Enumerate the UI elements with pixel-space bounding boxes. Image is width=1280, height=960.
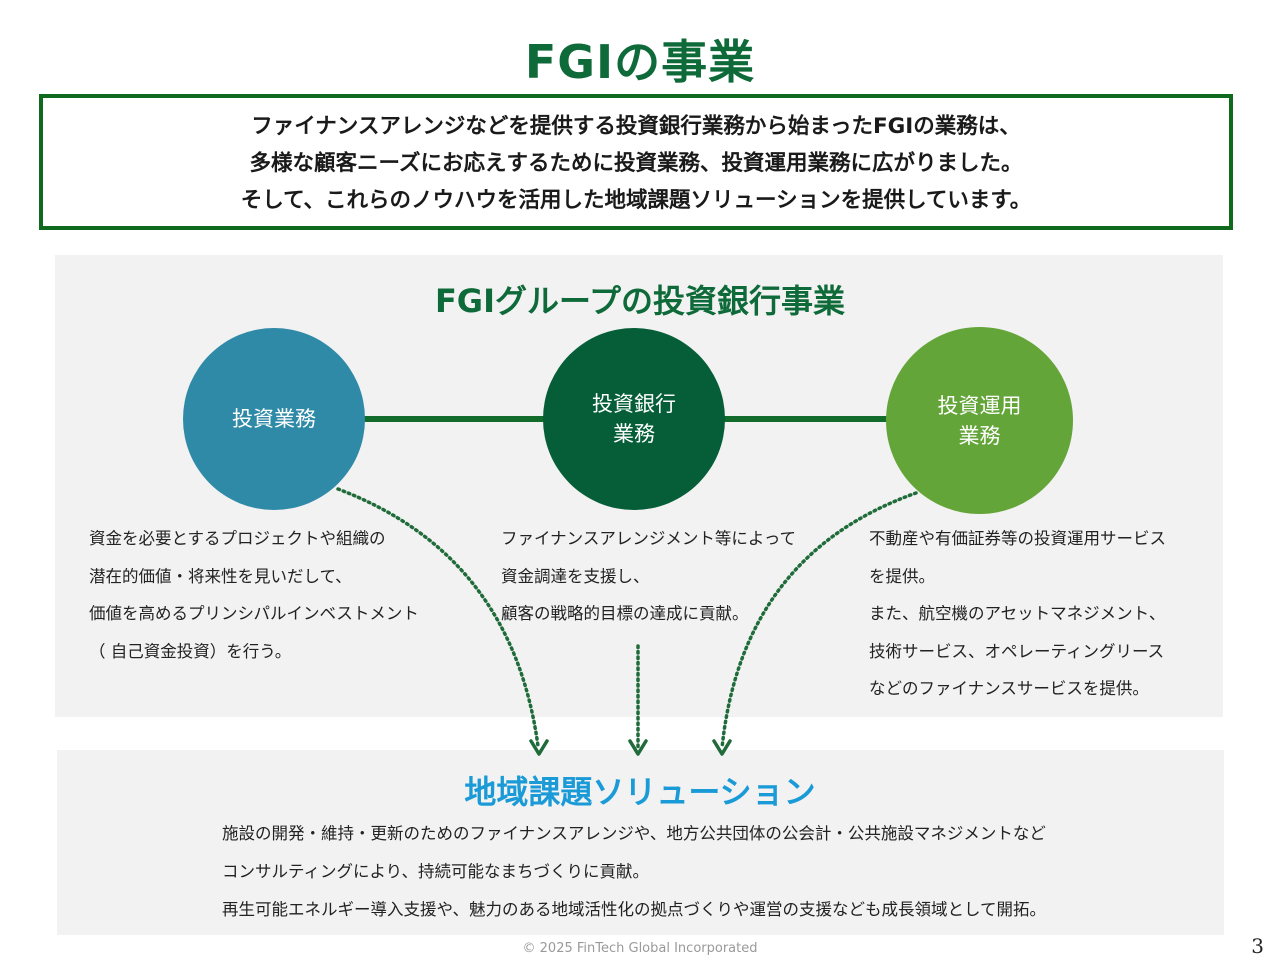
- description-line: （ 自己資金投資）を行う。: [89, 641, 292, 661]
- description-line: 顧客の戦略的目標の達成に貢献。: [501, 604, 749, 623]
- description-line: などのファイナンスサービスを提供。: [869, 679, 1149, 698]
- description-line: 価値を高めるプリンシパルインベストメント: [89, 604, 419, 623]
- description-line: 再生可能エネルギー導入支援や、魅力のある地域活性化の拠点づくりや運営の支援なども…: [222, 900, 1047, 919]
- regional-solution-description: 施設の開発・維持・更新のためのファイナンスアレンジや、地方公共団体の公会計・公共…: [222, 815, 1046, 929]
- page-title: FGIの事業: [524, 35, 756, 89]
- description-line: コンサルティングにより、持続可能なまちづくりに貢献。: [222, 862, 650, 881]
- regional-solution-panel: [57, 750, 1224, 935]
- summary-box: ファイナンスアレンジなどを提供する投資銀行業務から始まったFGIの業務は、 多様…: [39, 94, 1233, 230]
- asset-management-business-description: 不動産や有価証券等の投資運用サービス を提供。 また、航空機のアセットマネジメン…: [869, 520, 1166, 708]
- description-line: 資金を必要とするプロジェクトや組織の: [89, 529, 386, 548]
- description-line: 施設の開発・維持・更新のためのファイナンスアレンジや、地方公共団体の公会計・公共…: [222, 824, 1046, 843]
- asset-management-business-label: 投資運用 業務: [937, 393, 1022, 448]
- investment-business-circle: 投資業務: [183, 328, 365, 510]
- summary-line: そして、これらのノウハウを活用した地域課題ソリューションを提供しています。: [240, 188, 1032, 213]
- regional-solution-section-title: 地域課題ソリューション: [464, 773, 816, 811]
- investment-business-label: 投資業務: [232, 407, 316, 431]
- description-line: 潜在的価値・将来性を見いだして、: [89, 566, 352, 586]
- investment-banking-section-title: FGIグループの投資銀行事業: [434, 282, 846, 320]
- copyright-notice: © 2025 FinTech Global Incorporated: [522, 941, 758, 956]
- description-line: ファイナンスアレンジメント等によって: [501, 529, 797, 548]
- investment-banking-business-label: 投資銀行 業務: [592, 392, 676, 446]
- investment-business-description: 資金を必要とするプロジェクトや組織の 潜在的価値・将来性を見いだして、 価値を高…: [89, 520, 419, 670]
- page-number: 3: [1251, 934, 1264, 958]
- description-line: 不動産や有価証券等の投資運用サービス: [869, 529, 1166, 548]
- asset-management-business-circle: 投資運用 業務: [886, 327, 1073, 514]
- description-line: を提供。: [869, 566, 935, 586]
- investment-banking-business-description: ファイナンスアレンジメント等によって 資金調達を支援し、 顧客の戦略的目標の達成…: [501, 520, 796, 633]
- description-line: また、航空機のアセットマネジメント、: [869, 604, 1166, 623]
- summary-line: 多様な顧客ニーズにお応えするために投資業務、投資運用業務に広がりました。: [249, 151, 1023, 176]
- description-line: 技術サービス、オペレーティングリース: [869, 641, 1165, 661]
- summary-line: ファイナンスアレンジなどを提供する投資銀行業務から始まったFGIの業務は、: [251, 114, 1021, 139]
- investment-banking-business-circle: 投資銀行 業務: [543, 328, 725, 510]
- description-line: 資金調達を支援し、: [501, 566, 650, 586]
